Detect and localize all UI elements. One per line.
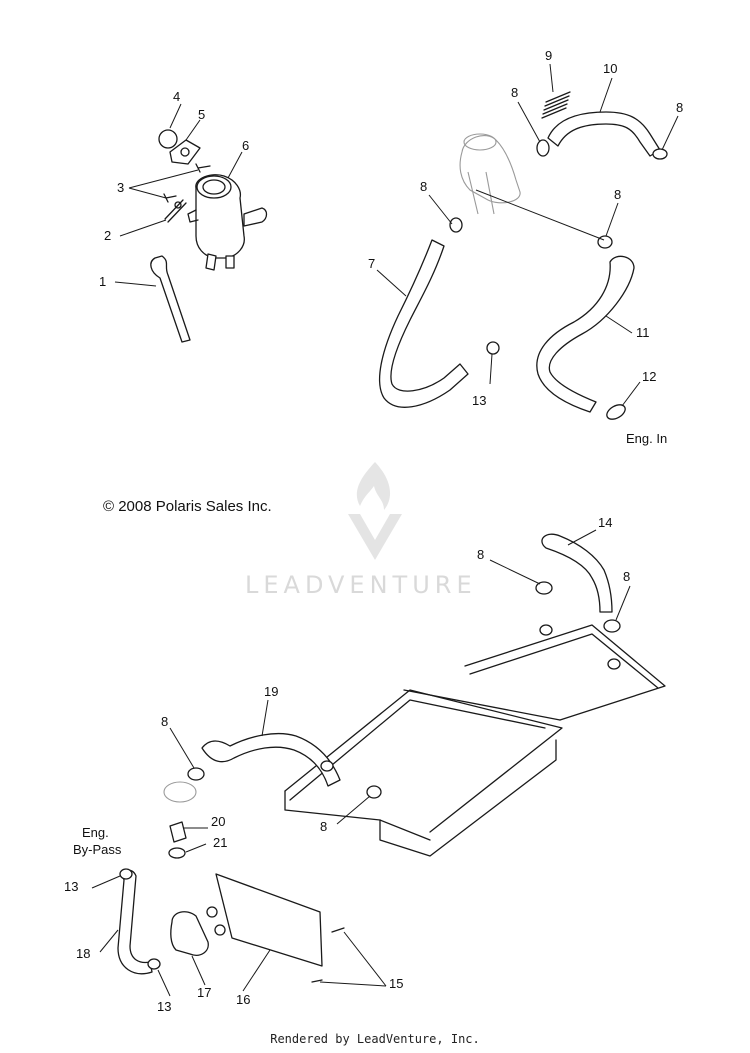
label-13a: 13 [472,393,486,408]
label-19: 19 [264,684,278,699]
label-21: 21 [213,835,227,850]
label-16: 16 [236,992,250,1007]
part-7-hose [378,239,469,408]
label-8c: 8 [420,179,427,194]
upper-clamps [449,139,668,355]
part-6-reservoir-tank [187,174,268,271]
label-13b: 13 [64,879,78,894]
label-17: 17 [197,985,211,1000]
label-12: 12 [642,369,656,384]
part-12-cap [606,404,626,420]
lower-clamps [119,581,621,970]
label-13c: 13 [157,999,171,1014]
part-18-hose [117,869,153,975]
part-10-hose [547,111,661,157]
part-11-hose [536,255,635,413]
label-8e: 8 [477,547,484,562]
part-14-hose [541,533,613,613]
leader-lines [91,63,679,997]
part-17-bracket [170,911,209,956]
render-credit-footer: Rendered by LeadVenture, Inc. [270,1032,480,1046]
part-4-cap-ball [158,129,178,149]
part-20-21-fitting [163,781,197,859]
label-18: 18 [76,946,90,961]
callout-eng-bypass-line1: Eng. [82,825,109,840]
watermark-logo-icon [348,462,402,560]
part-15-screws [311,927,345,983]
label-8f: 8 [623,569,630,584]
label-8a: 8 [511,85,518,100]
callout-eng-bypass-line2: By-Pass [73,842,122,857]
label-6: 6 [242,138,249,153]
label-7: 7 [368,256,375,271]
label-4: 4 [173,89,180,104]
part-number-labels: 4 5 6 3 2 1 9 10 8 8 8 8 7 11 12 13 14 8… [64,48,683,1014]
part-3-screws [163,163,211,203]
label-5: 5 [198,107,205,122]
label-20: 20 [211,814,225,829]
label-8g: 8 [161,714,168,729]
copyright-notice: © 2008 Polaris Sales Inc. [103,498,272,515]
label-3: 3 [117,180,124,195]
label-11: 11 [636,325,650,340]
callout-eng-in: Eng. In [626,431,667,446]
part-5-cap [169,139,201,165]
part-2-clip [164,199,187,223]
label-2: 2 [104,228,111,243]
watermark-text: LEADVENTURE [245,571,477,599]
part-19-hose [201,733,341,787]
part-1-hose [150,255,191,343]
part-16-cooling-tube-frame [284,624,666,857]
label-8b: 8 [676,100,683,115]
label-15: 15 [389,976,403,991]
label-1: 1 [99,274,106,289]
ghost-radiator-reference [459,133,521,215]
part-9-spring [541,91,571,119]
label-8h: 8 [320,819,327,834]
part-16-side-panel [206,873,323,967]
label-9: 9 [545,48,552,63]
label-8d: 8 [614,187,621,202]
label-10: 10 [603,61,617,76]
label-14: 14 [598,515,612,530]
upper-leader-line [475,189,605,241]
